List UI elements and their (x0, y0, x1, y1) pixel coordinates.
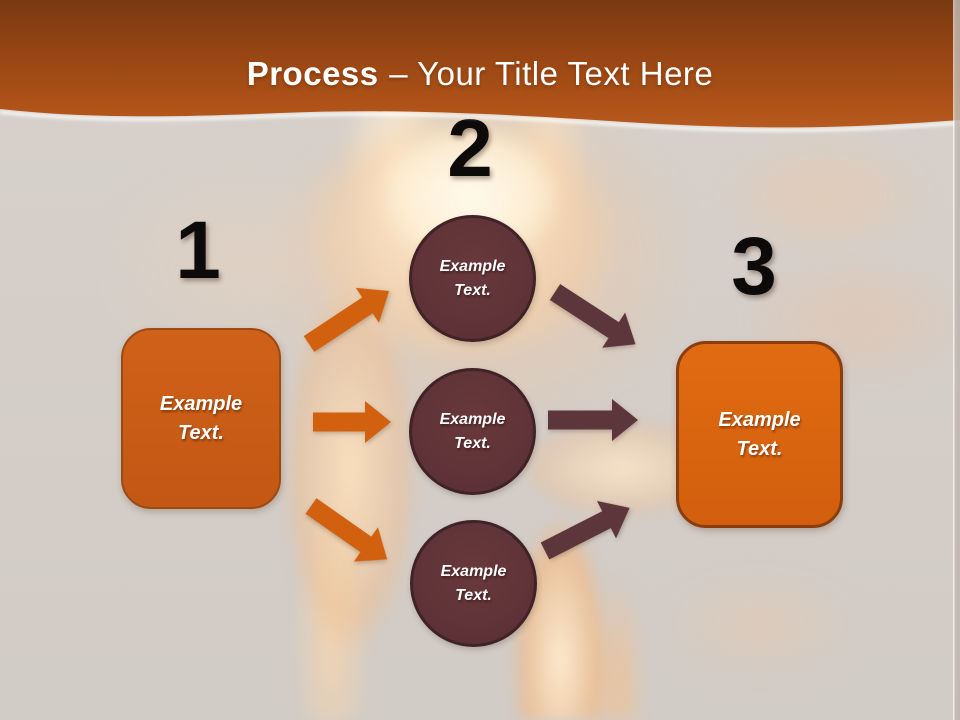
slide-title-emphasis: Process (246, 55, 379, 92)
arrow-left-to-circle3 (305, 498, 388, 562)
process-box-right[interactable]: Example Text. (676, 341, 843, 528)
process-circle-3-label: Example Text. (440, 563, 507, 604)
process-circle-2-label: Example Text. (439, 411, 506, 452)
slide-title[interactable]: Process – Your Title Text Here (0, 54, 960, 94)
step-number-3[interactable]: 3 (731, 221, 777, 312)
step-number-1[interactable]: 1 (175, 205, 221, 296)
arrow-left-to-circle2 (313, 401, 391, 443)
process-circle-1-label: Example Text. (439, 258, 506, 299)
process-circle-1[interactable]: Example Text. (409, 215, 536, 342)
arrow-circle1-to-right (549, 284, 636, 348)
slide-title-rest: – Your Title Text Here (389, 55, 714, 92)
process-circle-3[interactable]: Example Text. (410, 520, 537, 647)
process-circle-2[interactable]: Example Text. (409, 368, 536, 495)
process-box-right-label: Example Text. (718, 408, 801, 460)
arrow-circle3-to-right (540, 500, 630, 560)
process-box-left-label: Example Text. (159, 392, 243, 444)
arrow-left-to-circle1 (303, 287, 390, 352)
arrow-circle2-to-right (548, 399, 638, 441)
process-box-left[interactable]: Example Text. (121, 328, 281, 509)
